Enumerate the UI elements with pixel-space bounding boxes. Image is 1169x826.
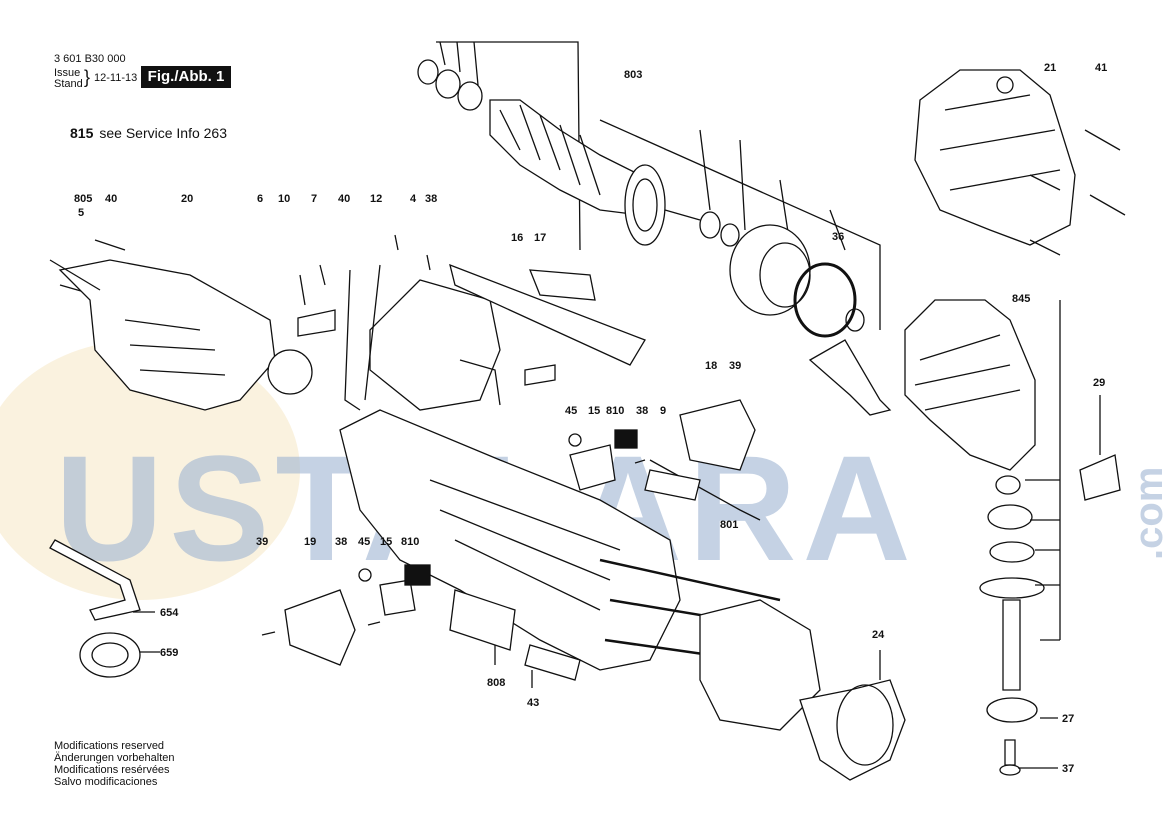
callout: 810: [401, 536, 419, 548]
brush-cover-9: [679, 399, 756, 471]
callout: 27: [1062, 713, 1074, 725]
main-housing: [339, 409, 791, 671]
service-note-text: see Service Info 263: [99, 125, 227, 141]
callout: 810: [606, 405, 624, 417]
callout: 39: [256, 536, 268, 548]
gear-cover: [914, 69, 1076, 246]
callout: 654: [160, 607, 179, 619]
callout: 38: [335, 536, 347, 548]
callout: 805: [74, 193, 92, 205]
callout: 12: [370, 193, 382, 205]
issue-date: 12-11-13: [94, 72, 138, 84]
callout: 9: [660, 405, 666, 417]
callout: 45: [358, 536, 370, 548]
callout: 808: [487, 677, 505, 689]
leader-stubs: [133, 611, 1058, 769]
callout: 18: [705, 360, 717, 372]
callout: 845: [1012, 293, 1030, 305]
service-note-ref: 815: [70, 125, 94, 141]
leader-808-43: [494, 645, 533, 688]
callout: 4: [410, 193, 417, 205]
callout: 20: [181, 193, 193, 205]
leader-lines-2: [699, 129, 846, 251]
callout: 36: [832, 231, 844, 243]
scale-disc-659: [79, 632, 141, 678]
callout: 40: [105, 193, 117, 205]
service-note: 815 see Service Info 263: [70, 125, 227, 141]
modifications-line: Modifications resérvées: [54, 764, 170, 776]
callout: 21: [1044, 62, 1056, 74]
callout: 19: [304, 536, 316, 548]
modifications-line: Salvo modificaciones: [54, 776, 158, 788]
callout: 6: [257, 193, 263, 205]
callout: 38: [425, 193, 437, 205]
issue-label: Issue: [54, 67, 81, 79]
callout: 801: [720, 519, 738, 531]
watermark-suffix: .com: [1127, 467, 1169, 560]
motor-housing: [49, 259, 313, 411]
leader-diagonal: [599, 119, 881, 330]
callout: 37: [1062, 763, 1074, 775]
callout: 45: [565, 405, 577, 417]
label-43: [524, 644, 581, 681]
callout: 40: [338, 193, 350, 205]
callout: 5: [78, 207, 84, 219]
callout: 803: [624, 69, 642, 81]
bearing-flange: [729, 224, 892, 416]
callout: 17: [534, 232, 546, 244]
callout: 41: [1095, 62, 1107, 74]
callout: 24: [872, 629, 885, 641]
brush-holders: [358, 429, 638, 616]
callout: 659: [160, 647, 178, 659]
label-808: [449, 589, 516, 651]
stator-field: [699, 599, 906, 781]
callout: 29: [1093, 377, 1105, 389]
modifications-notice: Modifications reserved Änderungen vorbeh…: [54, 740, 174, 788]
callout: 15: [380, 536, 392, 548]
armature: [417, 59, 740, 247]
callout: 38: [636, 405, 648, 417]
callout: 15: [588, 405, 600, 417]
hex-key-654: [49, 539, 141, 621]
callout: 39: [729, 360, 741, 372]
watermark-blob: [0, 340, 300, 600]
brush-cover-19: [284, 589, 356, 666]
gear-head-housing: [904, 299, 1061, 641]
callout: 43: [527, 697, 539, 709]
modifications-line: Änderungen vorbehalten: [54, 752, 175, 764]
stand-label: Stand: [54, 78, 83, 90]
switch-assembly: [297, 263, 646, 411]
part-number: 3 601 B30 000: [54, 53, 126, 65]
callout: 7: [311, 193, 317, 205]
callout: 16: [511, 232, 523, 244]
leader-lines: [439, 41, 479, 86]
label-9: [644, 469, 701, 501]
figure-label: Fig./Abb. 1: [141, 66, 231, 88]
modifications-line: Modifications reserved: [54, 740, 165, 752]
callout: 10: [278, 193, 290, 205]
screws: [59, 129, 1126, 636]
clip-29: [1079, 454, 1121, 501]
spindle-stack: [979, 475, 1045, 776]
brace-icon: }: [84, 67, 91, 87]
